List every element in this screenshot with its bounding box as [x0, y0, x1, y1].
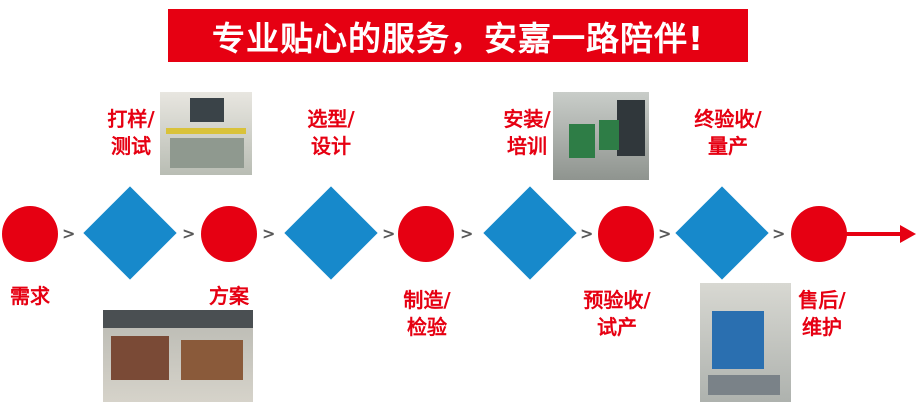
step-circle-after-sales [791, 206, 847, 262]
installation-training-photo [553, 92, 649, 180]
step-circle-pre-acceptance [598, 206, 654, 262]
flow-separator: > [382, 224, 396, 243]
flow-separator: > [772, 224, 786, 243]
sampling-test-photo [160, 92, 252, 175]
step-label-after-sales: 售后/ 维护 [798, 288, 846, 339]
step-circle-manufacture [398, 206, 454, 262]
step-diamond-sampling [83, 186, 177, 280]
step-label-manufacture: 制造/ 检验 [403, 288, 451, 339]
factory-workshop-photo [103, 310, 253, 402]
step-label-sampling: 打样/ 测试 [107, 107, 155, 158]
flow-separator: > [658, 224, 672, 243]
step-diamond-install [483, 186, 577, 280]
step-circle-solution [201, 206, 257, 262]
flow-arrow-line [845, 232, 903, 236]
step-label-demand: 需求 [10, 284, 50, 308]
step-diamond-final-acceptance [675, 186, 769, 280]
step-label-final-acceptance: 终验收/ 量产 [694, 107, 762, 158]
step-circle-demand [2, 206, 58, 262]
banner: 专业贴心的服务，安嘉一路陪伴! [168, 9, 748, 62]
step-label-pre-acceptance: 预验收/ 试产 [583, 288, 651, 339]
step-label-install: 安装/ 培训 [503, 107, 551, 158]
step-label-solution: 方案 [209, 284, 249, 308]
step-label-design: 选型/ 设计 [307, 107, 355, 158]
flow-separator: > [580, 224, 594, 243]
after-sales-machine-photo [700, 283, 791, 402]
flow-arrow-head-icon [900, 225, 916, 243]
flow-separator: > [262, 224, 276, 243]
step-diamond-design [284, 186, 378, 280]
flow-separator: > [62, 224, 76, 243]
flow-separator: > [182, 224, 196, 243]
flow-separator: > [460, 224, 474, 243]
